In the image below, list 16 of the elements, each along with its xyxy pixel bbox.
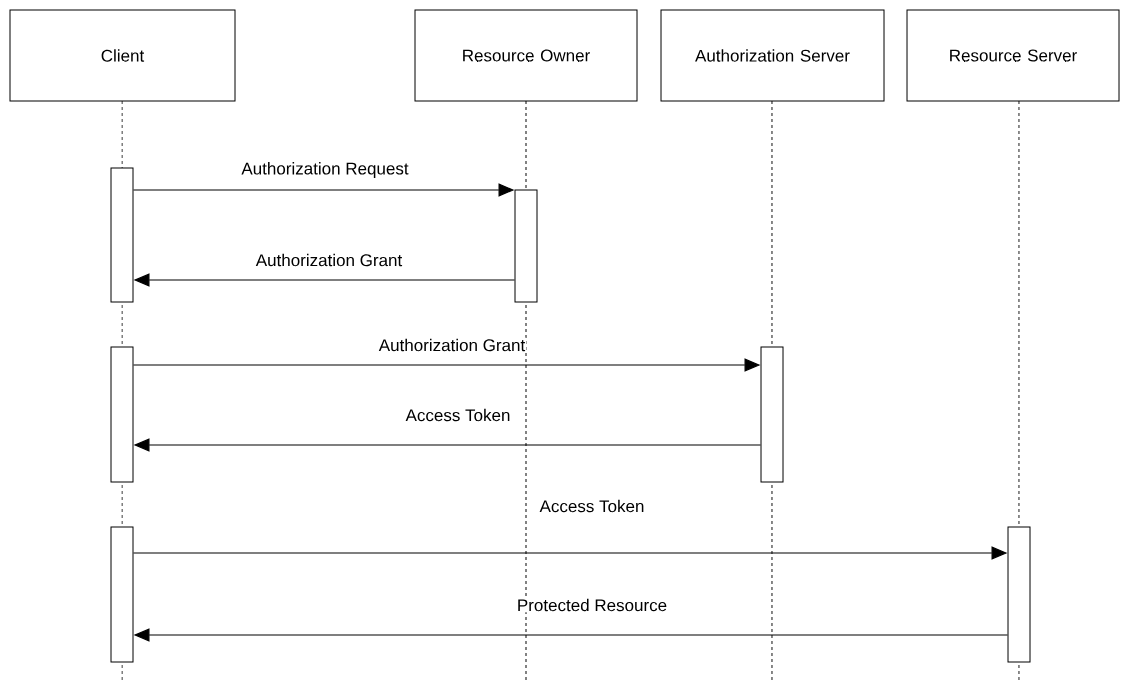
message-label: Access Token bbox=[538, 498, 646, 514]
activation-bar bbox=[110, 167, 134, 303]
activation-bar bbox=[110, 526, 134, 663]
activation-bar bbox=[760, 346, 784, 483]
activation-bar bbox=[1007, 526, 1031, 663]
participant-box: Client bbox=[9, 9, 236, 102]
participant-box: Resource Owner bbox=[414, 9, 638, 102]
participant-box: Authorization Server bbox=[660, 9, 885, 102]
message-label: Access Token bbox=[404, 407, 512, 423]
message-label: Authorization Grant bbox=[254, 252, 404, 268]
message-label: Authorization Request bbox=[240, 161, 410, 179]
message-label: Authorization Grant bbox=[377, 337, 527, 353]
activation-bar bbox=[514, 189, 538, 303]
participant-box: Resource Server bbox=[906, 9, 1120, 102]
message-label: Protected Resource bbox=[515, 597, 669, 613]
activation-bar bbox=[110, 346, 134, 483]
